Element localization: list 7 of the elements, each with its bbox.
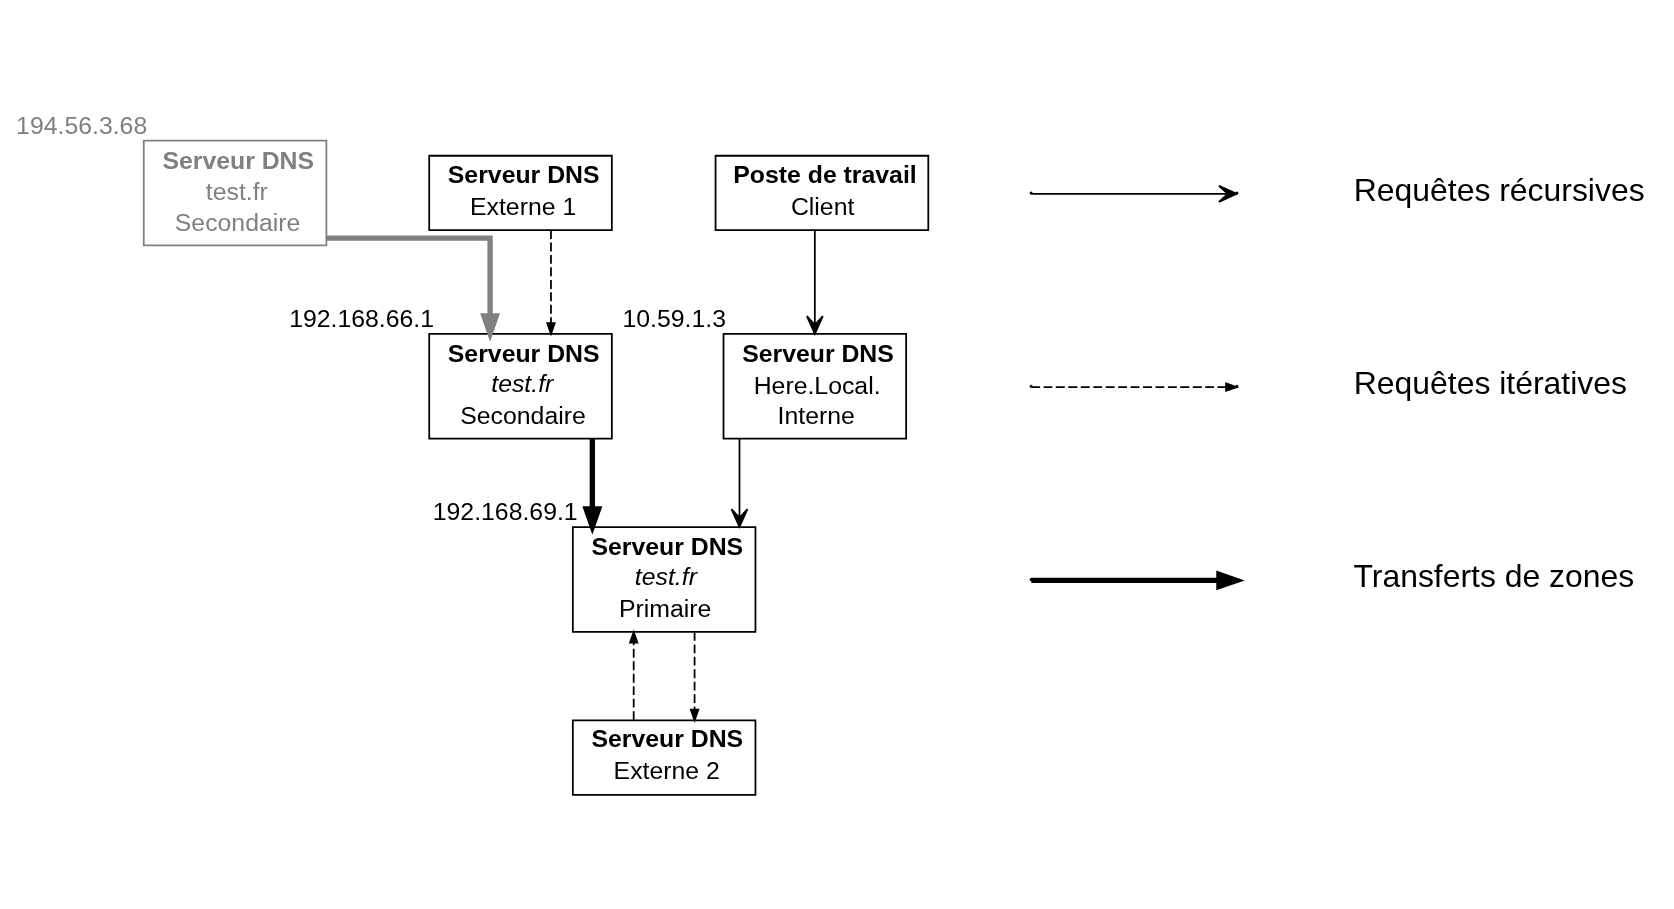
legend-label: Requêtes récursives [1353,171,1645,208]
node-label: 192.168.66.1 [289,305,435,333]
node-label: 10.59.1.3 [622,305,726,333]
legend-label: Requêtes itératives [1353,365,1627,402]
node-label: 194.56.3.68 [16,111,148,139]
node-label: 192.168.69.1 [432,498,578,526]
legend-label: Transferts de zones [1353,558,1635,595]
